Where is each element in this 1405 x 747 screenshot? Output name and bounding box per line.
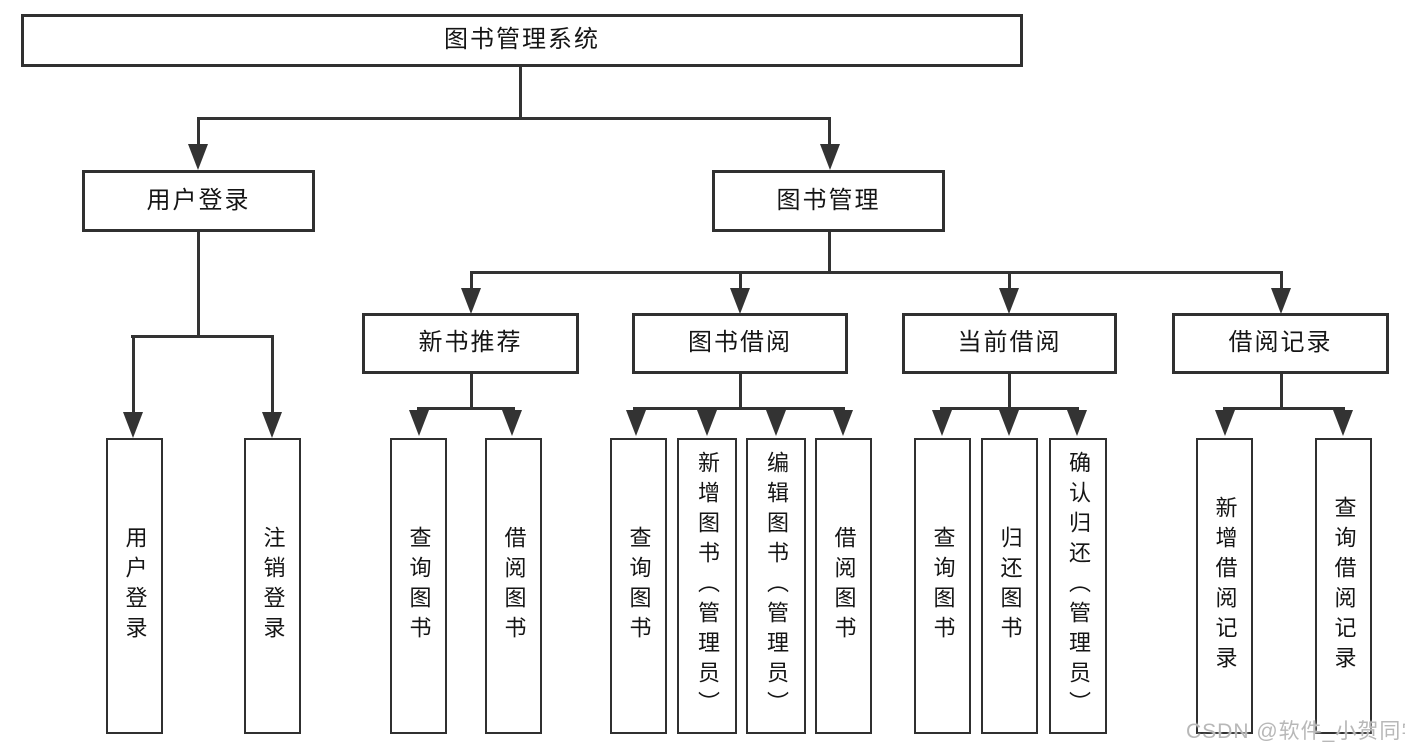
arrow-down-icon [626, 410, 646, 436]
arrow-down-icon [999, 410, 1019, 436]
node-book-borrow-label: 图书借阅 [688, 329, 792, 357]
connector-book-mgmt-rail [470, 271, 1283, 274]
arrow-down-icon [461, 288, 481, 314]
leaf-query-borrow-record-label: 查询借阅记录 [1331, 496, 1357, 676]
connector-drop [1280, 274, 1283, 290]
node-borrow-records-label: 借阅记录 [1228, 329, 1333, 357]
connector-records-stem [1280, 374, 1283, 408]
leaf-user-login-label: 用户登录 [122, 526, 148, 646]
arrow-down-icon [262, 412, 282, 438]
arrow-down-icon [1271, 288, 1291, 314]
node-current-borrow-label: 当前借阅 [957, 329, 1062, 357]
node-current-borrow: 当前借阅 [902, 313, 1117, 374]
node-root-label: 图书管理系统 [444, 26, 600, 54]
leaf-edit-book-admin-label: 编辑图书（管理员） [764, 451, 789, 721]
connector-borrow-stem [739, 374, 742, 408]
node-borrow-records: 借阅记录 [1172, 313, 1389, 374]
csdn-watermark: CSDN @软件_小贺同学 [1186, 720, 1405, 743]
leaf-query-books-current-label: 查询图书 [930, 526, 956, 646]
leaf-return-book: 归还图书 [981, 438, 1038, 734]
connector-current-stem [1008, 374, 1011, 408]
leaf-add-borrow-record-label: 新增借阅记录 [1212, 496, 1238, 676]
leaf-user-login: 用户登录 [106, 438, 163, 734]
arrow-down-icon [502, 410, 522, 436]
connector-borrow-rail [633, 407, 845, 410]
node-book-management-label: 图书管理 [776, 186, 881, 214]
leaf-add-book-admin: 新增图书（管理员） [677, 438, 737, 734]
leaf-query-borrow-record: 查询借阅记录 [1315, 438, 1372, 734]
leaf-add-book-admin-label: 新增图书（管理员） [695, 451, 720, 721]
connector-drop [470, 274, 473, 290]
connector-root-rail [197, 117, 831, 120]
arrow-down-icon [697, 410, 717, 436]
node-book-borrow: 图书借阅 [632, 313, 848, 374]
connector-root-stem [519, 67, 522, 118]
connector-user-login-rail [131, 335, 274, 338]
arrow-down-icon [820, 144, 840, 170]
connector-drop [1008, 274, 1011, 290]
leaf-borrow-books-recommend: 借阅图书 [485, 438, 542, 734]
connector-drop [271, 338, 274, 414]
leaf-borrow-books-recommend-label: 借阅图书 [501, 526, 527, 646]
arrow-down-icon [999, 288, 1019, 314]
arrow-down-icon [188, 144, 208, 170]
leaf-query-books-borrow-label: 查询图书 [626, 526, 652, 646]
leaf-confirm-return-admin-label: 确认归还（管理员） [1066, 451, 1091, 721]
connector-recommend-rail [417, 407, 515, 410]
arrow-down-icon [1333, 410, 1353, 436]
arrow-down-icon [1067, 410, 1087, 436]
arrow-down-icon [1215, 410, 1235, 436]
connector-current-rail [940, 407, 1079, 410]
node-new-book-recommend: 新书推荐 [362, 313, 579, 374]
leaf-add-borrow-record: 新增借阅记录 [1196, 438, 1253, 734]
node-user-login-group: 用户登录 [82, 170, 315, 232]
arrow-down-icon [766, 410, 786, 436]
connector-book-mgmt-drop [828, 120, 831, 146]
leaf-logout-label: 注销登录 [260, 526, 286, 646]
leaf-query-books-borrow: 查询图书 [610, 438, 667, 734]
arrow-down-icon [123, 412, 143, 438]
leaf-query-books-current: 查询图书 [914, 438, 971, 734]
connector-user-login-drop [197, 120, 200, 146]
node-new-book-recommend-label: 新书推荐 [418, 329, 523, 357]
node-book-management: 图书管理 [712, 170, 945, 232]
node-root: 图书管理系统 [21, 14, 1023, 67]
arrow-down-icon [932, 410, 952, 436]
leaf-return-book-label: 归还图书 [997, 526, 1023, 646]
leaf-borrow-books-borrow: 借阅图书 [815, 438, 872, 734]
connector-records-rail [1223, 407, 1345, 410]
connector-drop [739, 274, 742, 290]
connector-recommend-stem [470, 374, 473, 408]
leaf-borrow-books-borrow-label: 借阅图书 [831, 526, 857, 646]
node-user-login-group-label: 用户登录 [146, 186, 251, 214]
connector-drop [132, 338, 135, 414]
arrow-down-icon [730, 288, 750, 314]
leaf-query-books-recommend: 查询图书 [390, 438, 447, 734]
leaf-logout: 注销登录 [244, 438, 301, 734]
arrow-down-icon [409, 410, 429, 436]
connector-user-login-stem [197, 232, 200, 336]
connector-book-mgmt-stem [828, 232, 831, 272]
leaf-query-books-recommend-label: 查询图书 [406, 526, 432, 646]
leaf-edit-book-admin: 编辑图书（管理员） [746, 438, 806, 734]
leaf-confirm-return-admin: 确认归还（管理员） [1049, 438, 1107, 734]
arrow-down-icon [833, 410, 853, 436]
